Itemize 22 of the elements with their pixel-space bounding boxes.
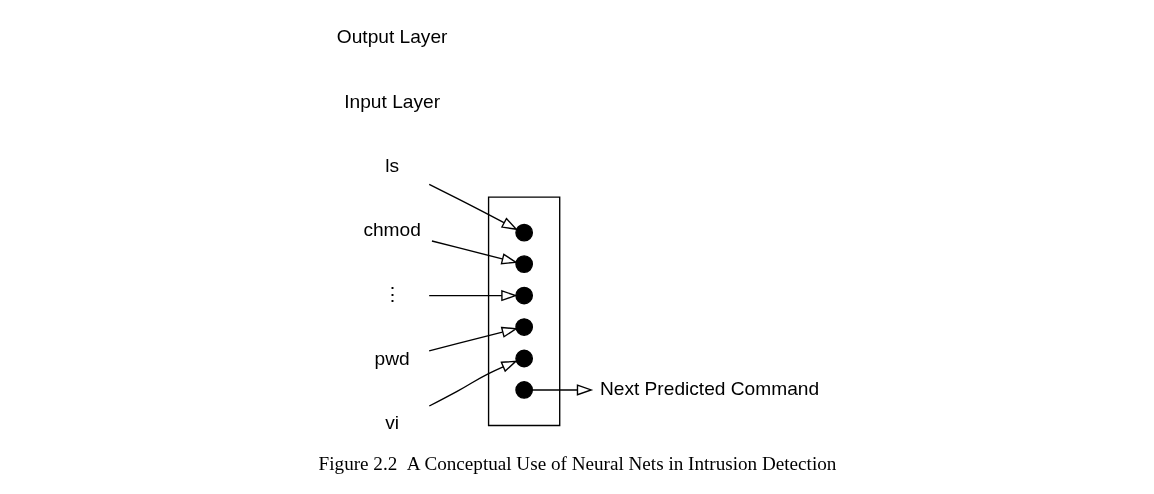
caption: Figure 2.2 A Conceptual Use of Neural Nets in Intrusion Detection xyxy=(318,452,836,474)
label: Input Layer xyxy=(343,90,440,112)
label: Output Layer xyxy=(336,26,447,48)
node-circle xyxy=(514,318,533,336)
node-circle xyxy=(514,223,533,242)
node-circle xyxy=(514,286,533,305)
node-text: Next Predicted Command xyxy=(599,378,819,400)
node-circle xyxy=(514,349,533,368)
cluster xyxy=(487,196,560,427)
arrow xyxy=(428,289,518,302)
node-text: ⋮ xyxy=(382,283,402,305)
node-text: vi xyxy=(384,412,399,434)
node-text: ls xyxy=(384,155,399,177)
node-text: chmod xyxy=(362,219,421,241)
node-circle xyxy=(514,255,533,273)
arrow xyxy=(430,240,518,265)
node-circle xyxy=(514,381,533,399)
arrow xyxy=(428,360,518,407)
arrow xyxy=(428,326,518,352)
arrow xyxy=(531,384,593,396)
arrow xyxy=(428,183,518,231)
node-text: pwd xyxy=(374,347,410,369)
